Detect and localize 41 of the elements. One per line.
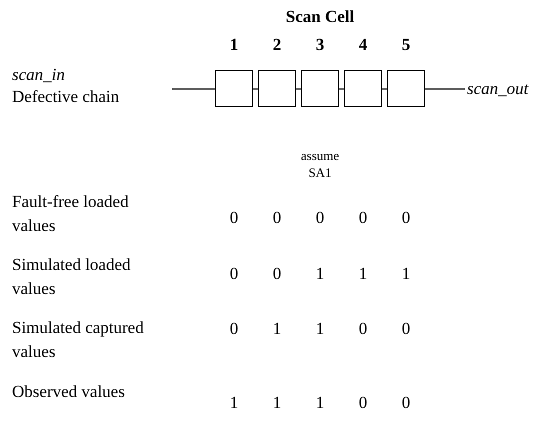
value-cell-text: 0	[228, 318, 240, 339]
value-cell-text: 0	[400, 207, 412, 228]
value-cell-text: 1	[314, 263, 326, 284]
value-cell-text: 0	[314, 207, 326, 228]
value-cell-text: 1	[358, 263, 368, 284]
cell-number: 2	[272, 34, 282, 55]
heading: Scan Cell	[284, 6, 356, 27]
signal-name: scan_in	[12, 64, 66, 85]
row-header: Observed values	[12, 381, 126, 403]
value-cell-text: 0	[358, 318, 368, 339]
value-cell-text: 0	[400, 392, 412, 413]
value-cell-text: 0	[358, 392, 368, 413]
scan-cell-box	[258, 70, 296, 107]
value-cell-text: 0	[358, 207, 368, 228]
scan-cell-box	[344, 70, 382, 107]
cell-number: 5	[400, 34, 412, 55]
value-cell-text: 0	[228, 207, 240, 228]
value-cell-text: 1	[228, 392, 240, 413]
value-cell-text: 1	[314, 318, 326, 339]
value-cell-text: 0	[272, 263, 282, 284]
value-cell-text: 0	[228, 263, 240, 284]
note: assume SA1	[300, 147, 340, 181]
signal-name: scan_out	[467, 78, 528, 99]
cell-number: 1	[228, 34, 240, 55]
value-cell-text: 1	[314, 392, 326, 413]
value-cell-text: 0	[400, 318, 412, 339]
wire	[425, 88, 465, 90]
value-cell-text: 1	[272, 392, 282, 413]
cell-number: 3	[314, 34, 326, 55]
cell-number: 4	[358, 34, 368, 55]
chain-label: Defective chain	[12, 86, 120, 107]
scan-cell-box	[387, 70, 425, 107]
row-header: Fault-free loaded values	[12, 191, 130, 237]
row-header: Simulated captured values	[12, 317, 145, 363]
row-header: Simulated loaded values	[12, 254, 132, 300]
wire	[172, 88, 215, 90]
value-cell-text: 1	[272, 318, 282, 339]
scan-cell-box	[301, 70, 339, 107]
value-cell-text: 0	[272, 207, 282, 228]
scan-cell-box	[215, 70, 253, 107]
value-cell-text: 1	[400, 263, 412, 284]
